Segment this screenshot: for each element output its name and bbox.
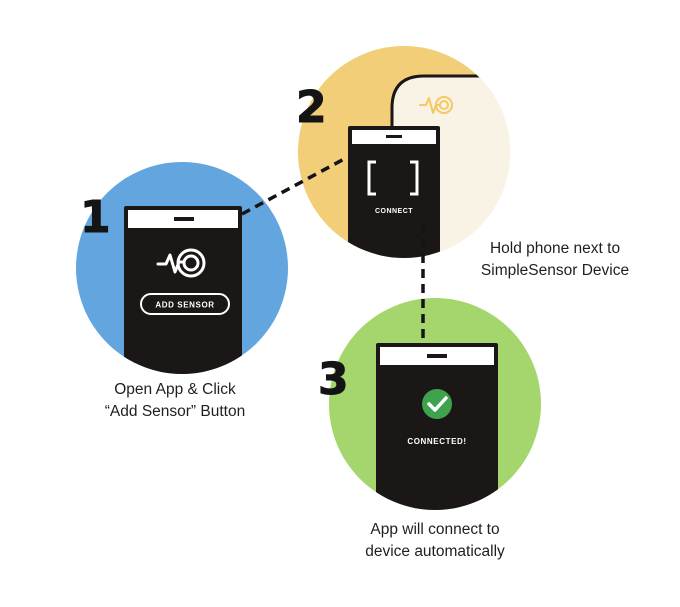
step-3-phone — [376, 343, 498, 510]
step-3-caption: App will connect to device automatically — [340, 519, 530, 563]
check-icon — [422, 389, 452, 419]
step-1-phone-speaker — [174, 217, 194, 221]
step-2-caption-line-1: Hold phone next to — [489, 240, 621, 257]
step-1-caption-line-1: Open App & Click — [114, 381, 236, 398]
sensor-icon — [156, 248, 206, 278]
connected-label: CONNECTED! — [407, 437, 466, 446]
connector-1-to-2 — [241, 156, 347, 216]
step-1-caption-line-2: “Add Sensor” Button — [104, 403, 246, 420]
step-1-phone — [124, 206, 242, 374]
step-3-circle-group: CONNECTED! — [329, 298, 541, 510]
device-sensor-icon — [419, 96, 453, 114]
step-3-phone-speaker — [427, 354, 447, 358]
step-3-number: 3 — [318, 354, 350, 405]
step-3-caption-line-1: App will connect to — [370, 521, 500, 538]
step-2-phone-speaker — [386, 135, 402, 138]
step-1-number: 1 — [80, 192, 112, 243]
add-sensor-button-label: ADD SENSOR — [155, 301, 214, 310]
connect-label: CONNECT — [375, 208, 413, 215]
step-2-caption-line-2: SimpleSensor Device — [480, 262, 630, 279]
step-3-caption-line-2: device automatically — [365, 543, 505, 560]
step-2-caption: Hold phone next to SimpleSensor Device — [455, 238, 655, 282]
step-1-circle-group: ADD SENSOR — [76, 162, 288, 374]
add-sensor-button[interactable] — [140, 293, 230, 315]
step-2-number: 2 — [296, 82, 328, 133]
scan-frame-icon — [367, 160, 419, 196]
step-1-caption: Open App & Click “Add Sensor” Button — [90, 379, 260, 423]
step-2-circle-group: CONNECT — [298, 46, 510, 258]
step-2-phone — [348, 126, 440, 258]
